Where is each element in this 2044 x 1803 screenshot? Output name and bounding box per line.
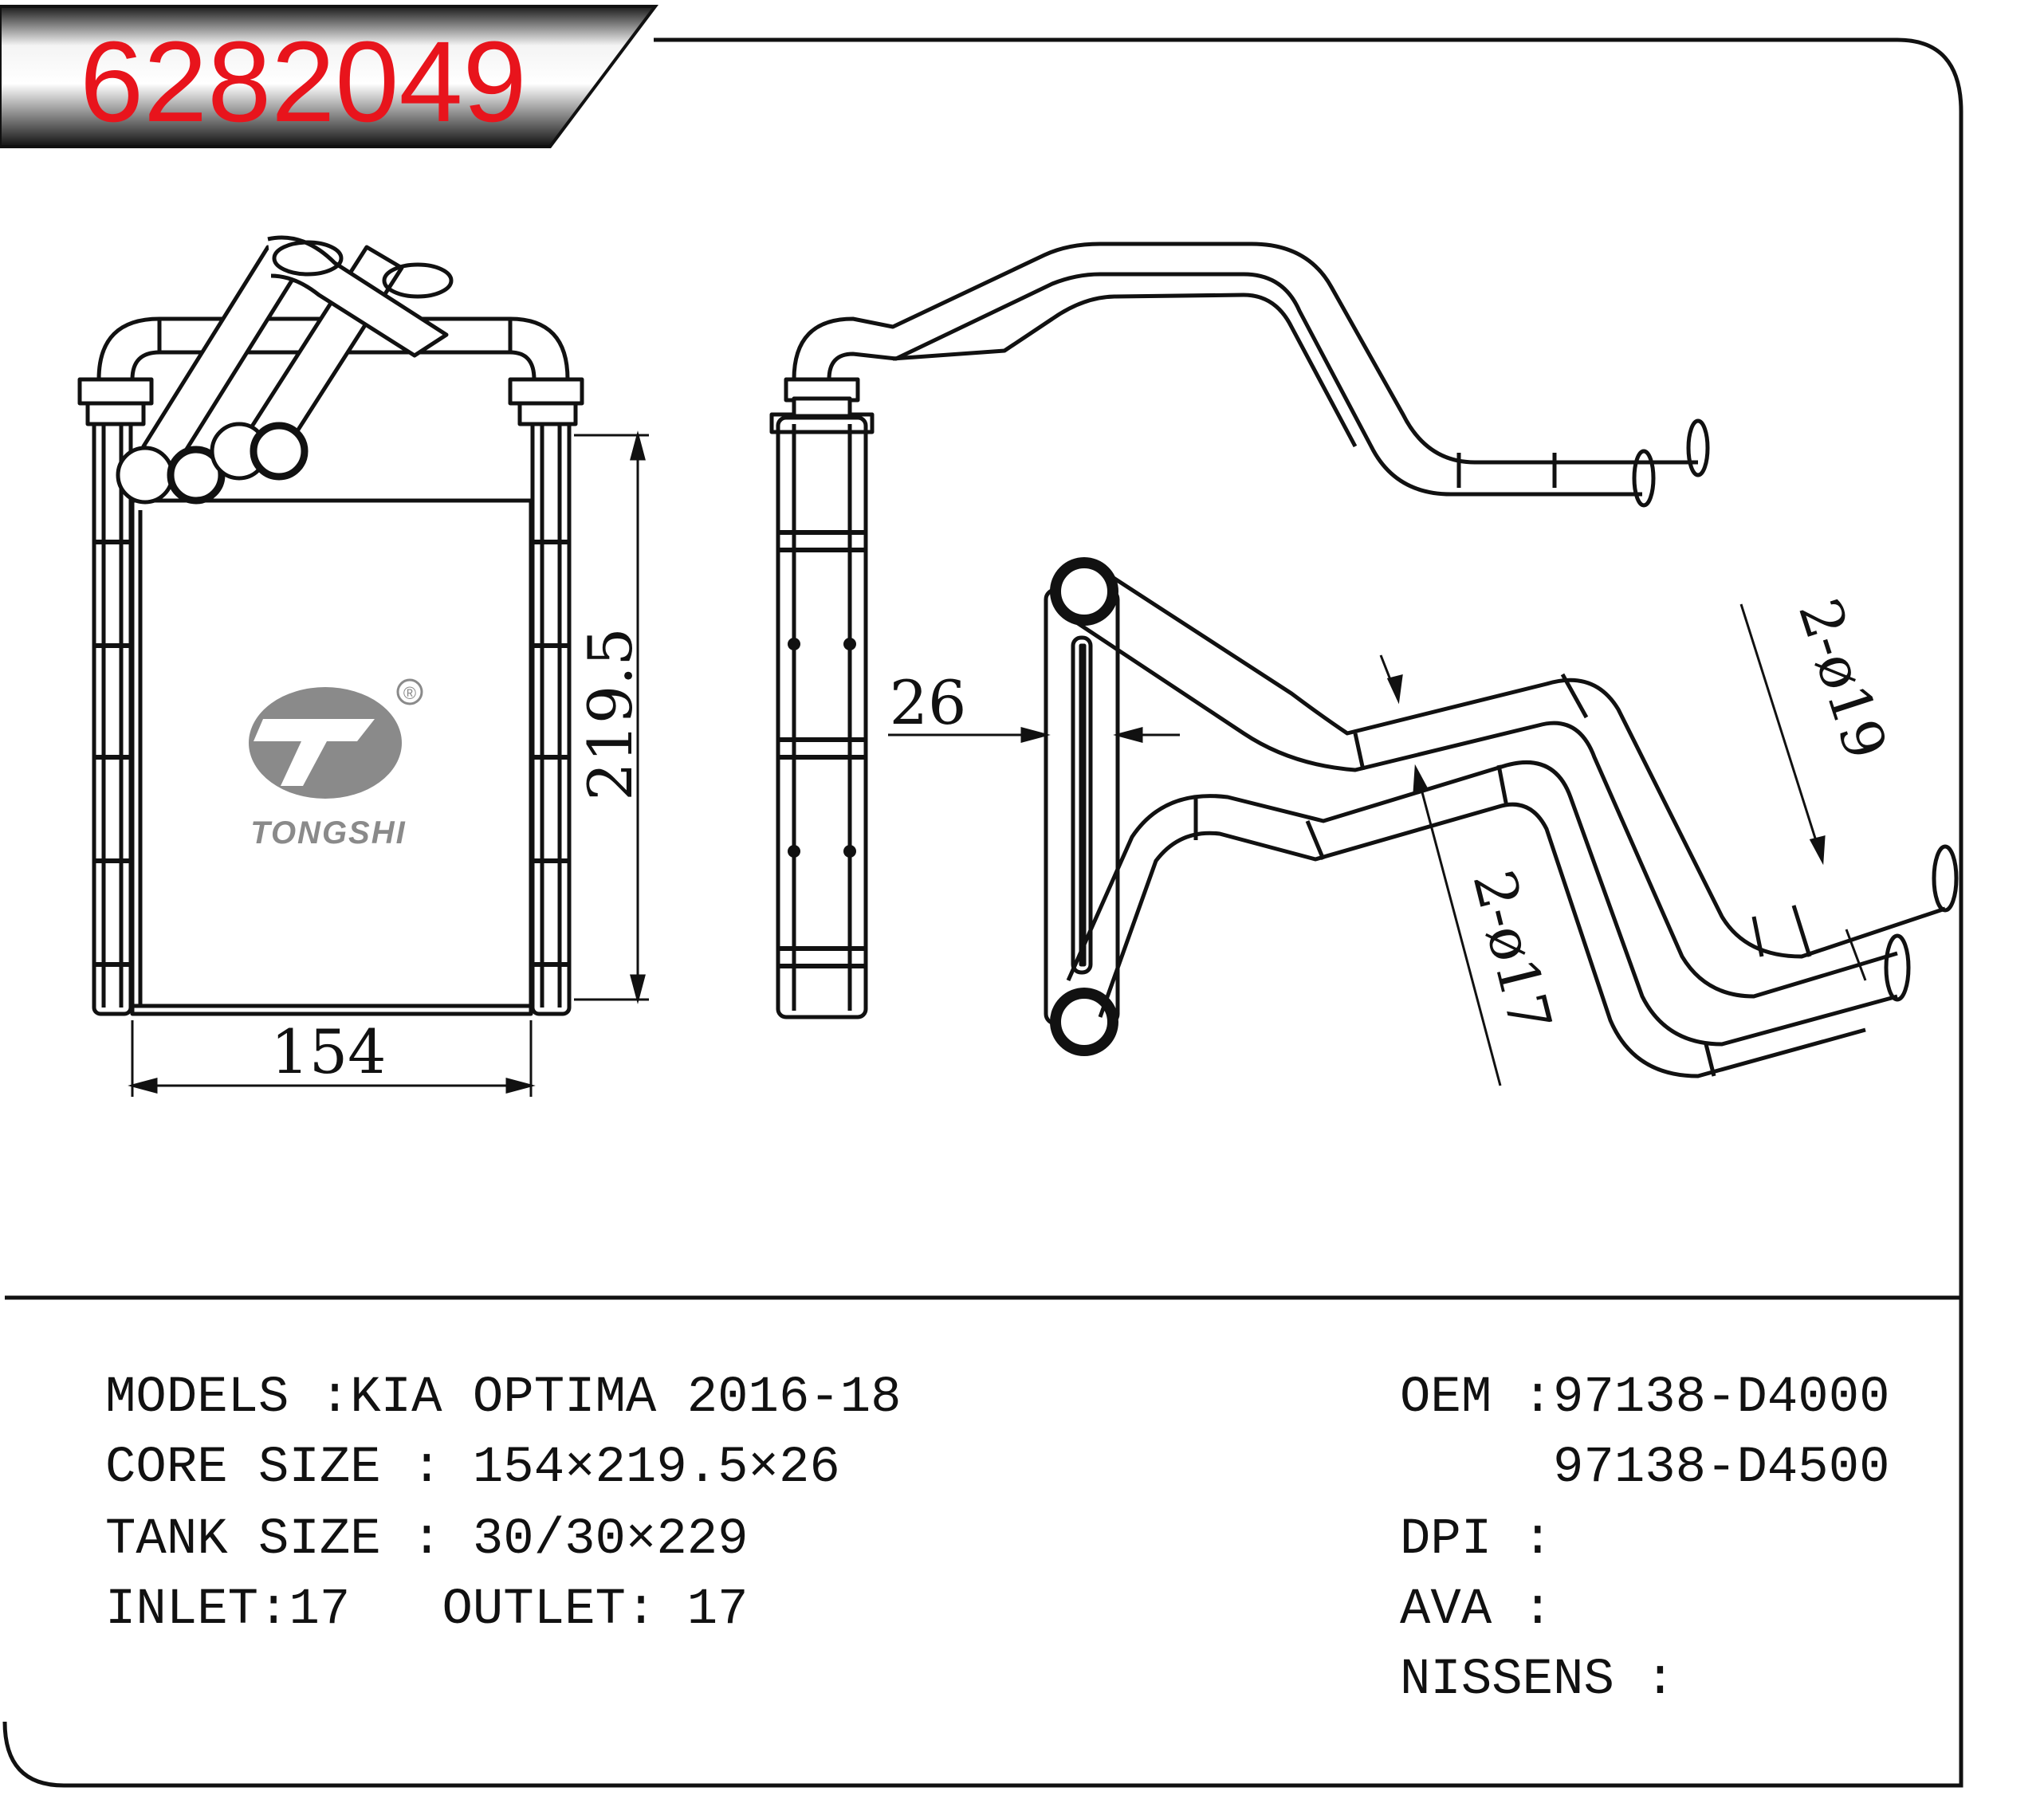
- specs-left: MODELS :KIA OPTIMA 2016-18 CORE SIZE : 1…: [105, 1369, 902, 1639]
- outlet-diameter-label: 2-ø19: [1786, 591, 1900, 767]
- iso-view: [1044, 557, 1959, 1078]
- spec-core-size: CORE SIZE : 154×219.5×26: [105, 1440, 840, 1497]
- spec-oem-2: 97138-D4500: [1400, 1440, 1890, 1497]
- width-dimension: [128, 1020, 536, 1097]
- depth-dimension: [888, 727, 1180, 743]
- spec-nissens: NISSENS :: [1400, 1652, 1676, 1709]
- spec-models: MODELS :KIA OPTIMA 2016-18: [105, 1369, 902, 1427]
- part-number: 6282049: [80, 18, 527, 146]
- outlet-diameter-dimension: [1739, 603, 1867, 981]
- front-view: [77, 235, 584, 1016]
- spec-inlet-outlet: INLET:17 OUTLET: 17: [105, 1581, 749, 1639]
- side-view: [769, 242, 1710, 1019]
- spec-ava: AVA :: [1400, 1581, 1553, 1639]
- inlet-diameter-dimension: [1379, 654, 1502, 1086]
- part-number-banner: 6282049: [0, 5, 658, 148]
- inlet-diameter-label: 2-ø17: [1460, 864, 1565, 1039]
- brand-logo: ® TONGSHI: [249, 678, 423, 850]
- depth-label: 26: [890, 667, 967, 738]
- height-label: 219.5: [575, 627, 646, 801]
- spec-oem-1: OEM :97138-D4000: [1400, 1369, 1890, 1427]
- brand-name: TONGSHI: [250, 815, 407, 850]
- registered-mark: ®: [403, 683, 416, 703]
- sheet-frame: [2, 37, 1963, 1788]
- specs-right: OEM :97138-D4000 97138-D4500 DPI : AVA :…: [1400, 1369, 1890, 1709]
- spec-dpi: DPI :: [1400, 1511, 1553, 1569]
- spec-tank-size: TANK SIZE : 30/30×229: [105, 1511, 749, 1569]
- height-dimension: [574, 430, 649, 1004]
- width-label: 154: [270, 1016, 386, 1087]
